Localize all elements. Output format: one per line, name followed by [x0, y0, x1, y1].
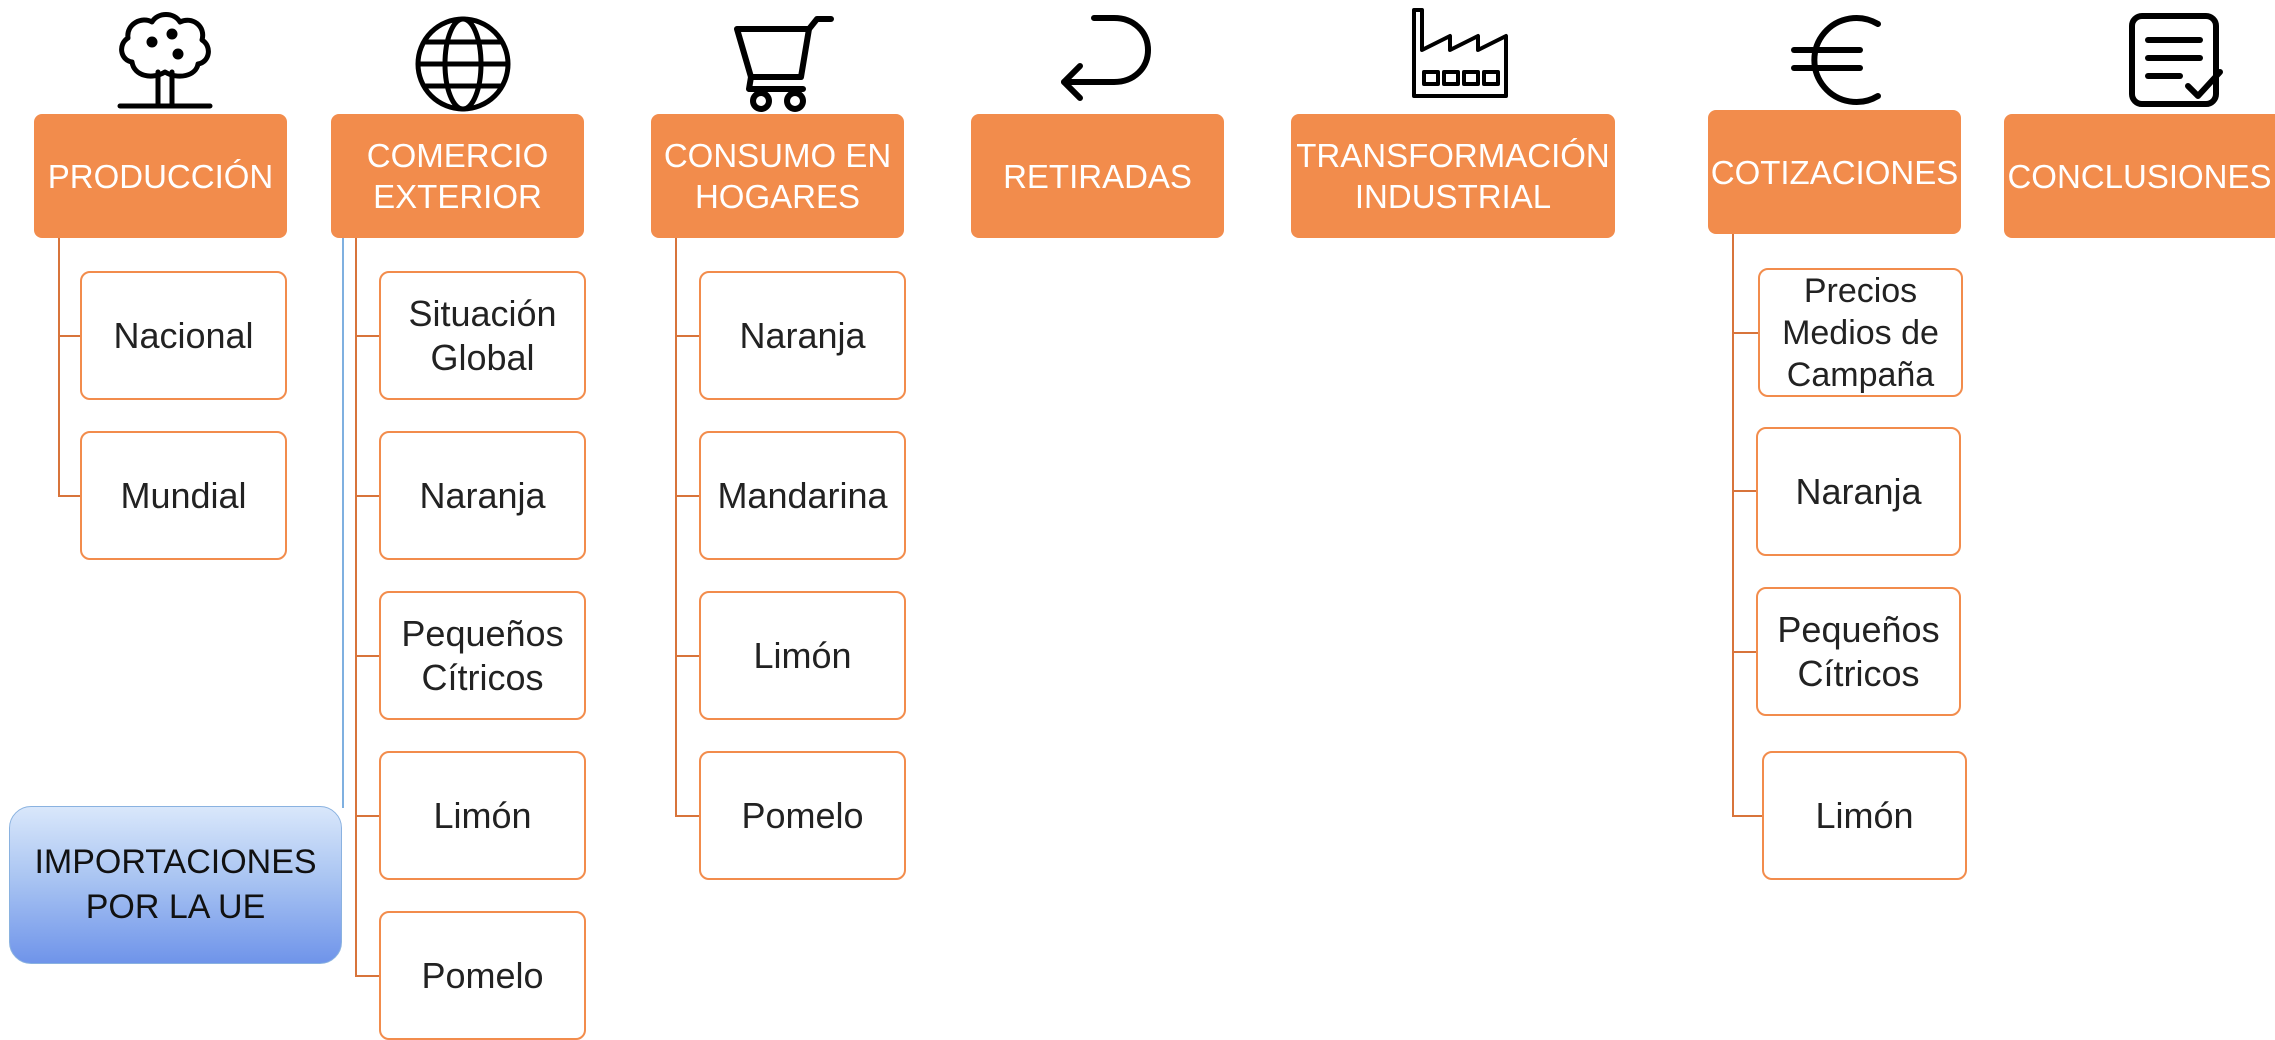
- return-arrow-icon: [1054, 14, 1154, 114]
- connector-trunk: [675, 238, 677, 817]
- item-label: Limón: [433, 794, 532, 836]
- connector-trunk: [1732, 234, 1734, 817]
- factory-icon: [1408, 6, 1512, 100]
- header-label: RETIRADAS: [1003, 157, 1192, 195]
- item-label: Pomelo: [741, 794, 864, 836]
- connector-trunk: [355, 238, 357, 976]
- item-label: Pomelo: [421, 954, 544, 996]
- connector-branch: [355, 495, 379, 497]
- item-label: Limón: [753, 634, 852, 676]
- connector-branch: [58, 495, 80, 497]
- connector-branch: [675, 815, 699, 817]
- item-consumo-pomelo[interactable]: Pomelo: [699, 751, 906, 880]
- connector-branch: [675, 335, 699, 337]
- item-cotizaciones-limon[interactable]: Limón: [1762, 751, 1967, 880]
- header-produccion[interactable]: PRODUCCIÓN: [34, 114, 287, 238]
- item-produccion-nacional[interactable]: Nacional: [80, 271, 287, 400]
- header-label: CONSUMO EN HOGARES: [663, 137, 892, 215]
- item-label: Nacional: [113, 314, 254, 356]
- item-comercio-pomelo[interactable]: Pomelo: [379, 911, 586, 1040]
- connector-branch: [1732, 332, 1758, 334]
- item-label: Pequeños Cítricos: [1777, 608, 1940, 694]
- importaciones-box[interactable]: IMPORTACIONES POR LA UE: [9, 806, 342, 964]
- importaciones-connector: [342, 238, 344, 808]
- connector-branch: [1732, 651, 1758, 653]
- item-label: Mundial: [120, 474, 247, 516]
- item-cotizaciones-precios-medios[interactable]: Precios Medios de Campaña: [1758, 268, 1963, 397]
- item-label: Naranja: [739, 314, 866, 356]
- header-label: CONCLUSIONES: [2007, 157, 2272, 195]
- item-consumo-limon[interactable]: Limón: [699, 591, 906, 720]
- header-retiradas[interactable]: RETIRADAS: [971, 114, 1224, 238]
- header-label: TRANSFORMACIÓN INDUSTRIAL: [1296, 137, 1610, 215]
- globe-icon: [413, 14, 513, 114]
- header-transformacion[interactable]: TRANSFORMACIÓN INDUSTRIAL: [1291, 114, 1615, 238]
- header-label: COMERCIO EXTERIOR: [366, 137, 549, 215]
- importaciones-label: IMPORTACIONES POR LA UE: [34, 843, 317, 926]
- euro-icon: [1790, 12, 1888, 108]
- header-cotizaciones[interactable]: COTIZACIONES: [1708, 110, 1961, 234]
- header-label: COTIZACIONES: [1710, 153, 1959, 191]
- item-comercio-situacion-global[interactable]: Situación Global: [379, 271, 586, 400]
- tree-icon: [112, 10, 218, 112]
- header-comercio-exterior[interactable]: COMERCIO EXTERIOR: [331, 114, 584, 238]
- item-consumo-mandarina[interactable]: Mandarina: [699, 431, 906, 560]
- item-label: Situación Global: [408, 292, 557, 378]
- connector-branch: [1732, 815, 1762, 817]
- header-consumo-hogares[interactable]: CONSUMO EN HOGARES: [651, 114, 904, 238]
- header-label: PRODUCCIÓN: [47, 157, 274, 195]
- item-label: Naranja: [419, 474, 546, 516]
- connector-branch: [58, 335, 80, 337]
- item-cotizaciones-pequenos-citricos[interactable]: Pequeños Cítricos: [1756, 587, 1961, 716]
- checklist-icon: [2126, 12, 2226, 108]
- connector-branch: [355, 335, 379, 337]
- connector-branch: [675, 495, 699, 497]
- item-cotizaciones-naranja[interactable]: Naranja: [1756, 427, 1961, 556]
- connector-branch: [355, 975, 379, 977]
- item-comercio-limon[interactable]: Limón: [379, 751, 586, 880]
- header-conclusiones[interactable]: CONCLUSIONES: [2004, 114, 2275, 238]
- connector-branch: [355, 815, 379, 817]
- item-produccion-mundial[interactable]: Mundial: [80, 431, 287, 560]
- shopping-cart-icon: [733, 15, 835, 113]
- item-label: Pequeños Cítricos: [401, 612, 564, 698]
- item-consumo-naranja[interactable]: Naranja: [699, 271, 906, 400]
- item-label: Precios Medios de Campaña: [1782, 271, 1939, 394]
- item-comercio-pequenos-citricos[interactable]: Pequeños Cítricos: [379, 591, 586, 720]
- item-label: Mandarina: [717, 474, 888, 516]
- connector-trunk: [58, 238, 60, 497]
- connector-branch: [1732, 490, 1758, 492]
- item-label: Limón: [1815, 794, 1914, 836]
- connector-branch: [355, 655, 379, 657]
- item-comercio-naranja[interactable]: Naranja: [379, 431, 586, 560]
- connector-branch: [675, 655, 699, 657]
- item-label: Naranja: [1795, 470, 1922, 512]
